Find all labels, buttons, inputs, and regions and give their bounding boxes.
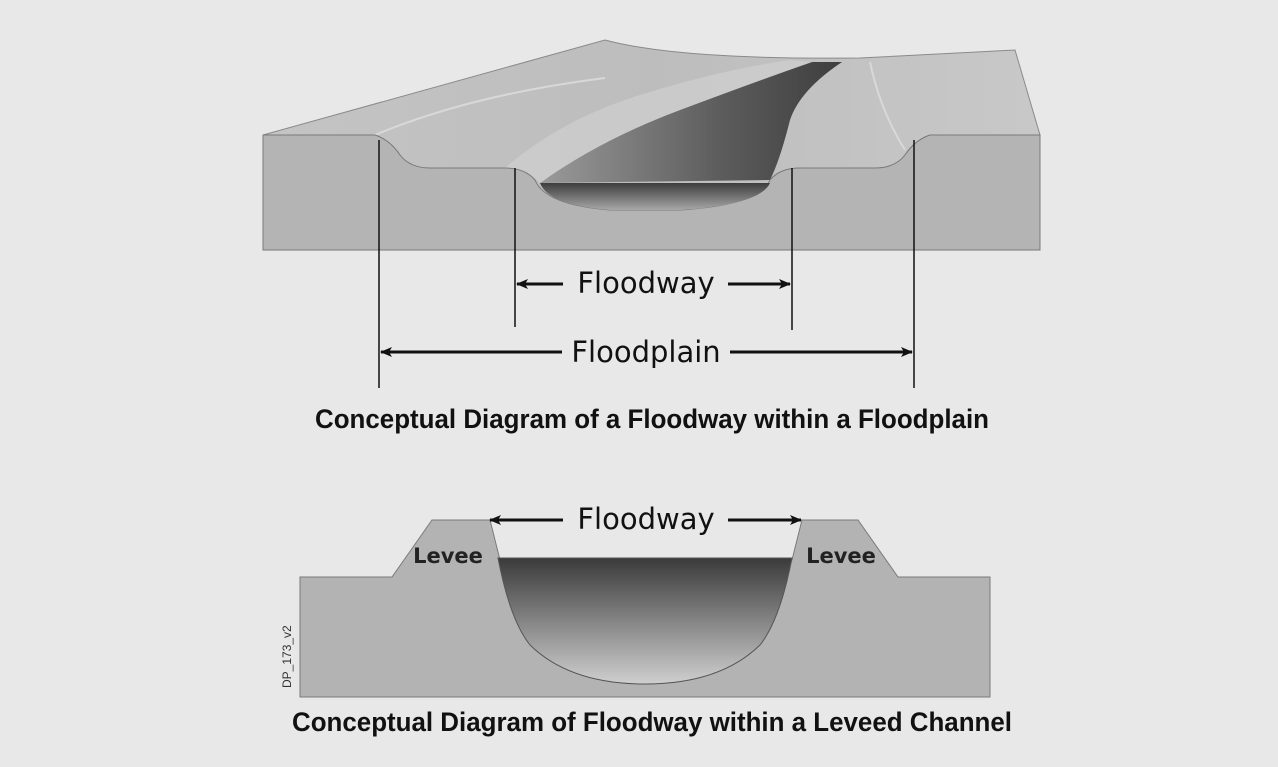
caption-top: Conceptual Diagram of a Floodway within … <box>315 404 989 434</box>
floodplain-block <box>262 39 1041 251</box>
leveed-channel-section <box>299 519 991 698</box>
boundary-lines <box>378 140 915 388</box>
figure-code: DP_173_v2 <box>280 625 294 688</box>
surface-contour-line <box>374 77 606 136</box>
floodway-label-top: Floodway <box>577 266 714 300</box>
river-channel-surface <box>540 62 842 183</box>
floodway-bank-surface <box>505 60 812 183</box>
leveed-channel-water <box>497 557 793 685</box>
surface-contour-line <box>869 61 906 151</box>
levee-label-left: Levee <box>413 544 483 568</box>
channel-water <box>540 183 770 210</box>
floodway-label-bottom: Floodway <box>577 502 714 536</box>
caption-bottom: Conceptual Diagram of Floodway within a … <box>292 707 1012 737</box>
levee-label-right: Levee <box>806 544 876 568</box>
floodplain-label: Floodplain <box>571 335 720 369</box>
